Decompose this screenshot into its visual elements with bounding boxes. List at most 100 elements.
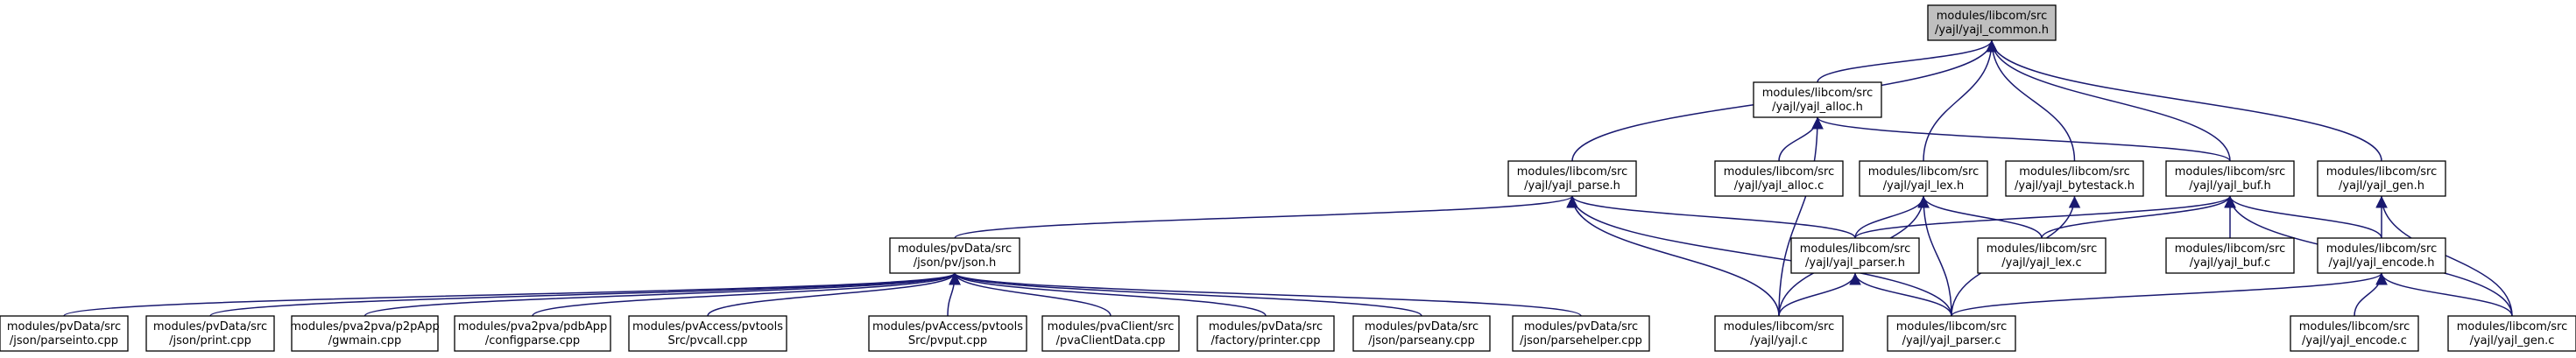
node-label-line2: /json/print.cpp [169,334,251,347]
node-label-line2: /yajl/yajl_encode.c [2302,334,2407,347]
node-box [1352,315,1491,352]
node-label-line2: /yajl/yajl_alloc.h [1772,101,1863,114]
edge-pvput_cpp-to-json_h [947,272,961,317]
node-label-line2: /yajl/yajl_lex.h [1883,179,1964,193]
node-label-line1: modules/pva2pva/pdbApp [458,320,608,333]
edge-yajl_parser_c-to-yajl_lex_h [1917,195,1952,317]
edge-yajl_alloc_c-to-yajl_alloc_h [1778,116,1824,162]
node-parseinto_cpp[interactable]: modules/pvData/src/json/parseinto.cpp [0,315,129,352]
edge-pvcall_cpp-to-json_h [707,272,961,317]
node-yajl_buf_h[interactable]: modules/libcom/src/yajl/yajl_buf.h [2165,160,2295,197]
node-box [1927,4,2057,41]
edge-yajl_gen_c-to-yajl_encode_h [2375,272,2513,317]
node-configparse_cpp[interactable]: modules/pva2pva/pdbApp/configparse.cpp [454,315,611,352]
edge-print_cpp-to-json_h [209,272,961,317]
edge-yajl_encode_h-to-yajl_buf_h [2224,195,2382,239]
node-label-line1: modules/libcom/src [1800,242,1910,256]
node-box [1887,315,2016,352]
node-print_cpp[interactable]: modules/pvData/src/json/print.cpp [145,315,275,352]
node-label-line1: modules/pvData/src [1365,320,1479,333]
node-yajl_buf_c[interactable]: modules/libcom/src/yajl/yajl_buf.c [2165,237,2295,274]
node-box [1714,315,1844,352]
node-label-line2: Src/pvput.cpp [908,334,987,347]
edge-yajl_gen_c-to-yajl_gen_h [2375,195,2513,317]
node-box [0,315,129,352]
edge-yajl_parser_c-to-yajl_encode_h [1951,272,2388,317]
edge-json_h-to-yajl_parse_h [954,195,1578,239]
node-label-line1: modules/libcom/src [1724,320,1834,333]
node-box [1790,237,1920,274]
node-label-line1: modules/libcom/src [1868,165,1979,179]
dependency-edges [63,39,2513,317]
node-label-line2: /yajl/yajl_common.h [1935,24,2049,37]
node-yajl_encode_h[interactable]: modules/libcom/src/yajl/yajl_encode.h [2317,237,2446,274]
node-json_h[interactable]: modules/pvData/src/json/pv/json.h [889,237,1020,274]
node-label-line2: /yajl/yajl_parse.h [1524,179,1620,193]
node-yajl_lex_h[interactable]: modules/libcom/src/yajl/yajl_lex.h [1859,160,1988,197]
node-box [1512,315,1650,352]
node-yajl_encode_c[interactable]: modules/libcom/src/yajl/yajl_encode.c [2290,315,2419,352]
node-yajl_parser_h[interactable]: modules/libcom/src/yajl/yajl_parser.h [1790,237,1920,274]
node-label-line2: /json/pv/json.h [914,256,997,270]
node-label-line2: /pvaClientData.cpp [1056,334,1166,347]
node-label-line1: modules/libcom/src [1762,87,1873,100]
node-yajl_parse_h[interactable]: modules/libcom/src/yajl/yajl_parse.h [1507,160,1637,197]
node-parseany_cpp[interactable]: modules/pvData/src/json/parseany.cpp [1352,315,1491,352]
edge-pvaClientData_cpp-to-json_h [949,272,1112,317]
node-label-line1: modules/pvData/src [153,320,267,333]
node-box [2165,160,2295,197]
node-box [2165,237,2295,274]
node-box [1196,315,1335,352]
node-box [1977,237,2107,274]
node-yajl_common: modules/libcom/src/yajl/yajl_common.h [1927,4,2057,41]
node-box [2317,160,2446,197]
edge-yajl_lex_c-to-yajl_buf_h [2041,195,2236,239]
edge-yajl_parser_h-to-yajl_buf_h [1854,195,2236,239]
node-yajl_lex_c[interactable]: modules/libcom/src/yajl/yajl_lex.c [1977,237,2107,274]
node-label-line1: modules/libcom/src [1937,10,2047,23]
edge-yajl_lex_c-to-yajl_lex_h [1917,195,2043,239]
node-label-line1: modules/pvData/src [1209,320,1323,333]
edge-printer_cpp-to-json_h [949,272,1267,317]
node-label-line2: /factory/printer.cpp [1210,334,1320,347]
node-label-line2: /yajl/yajl_bytestack.h [2015,179,2135,193]
edge-yajl_gen_h-to-yajl_common [1986,39,2382,162]
node-label-line1: modules/libcom/src [2299,320,2410,333]
node-label-line1: modules/libcom/src [2175,165,2285,179]
node-label-line1: modules/pvaClient/src [1048,320,1175,333]
node-yajl_gen_h[interactable]: modules/libcom/src/yajl/yajl_gen.h [2317,160,2446,197]
node-yajl_parser_c[interactable]: modules/libcom/src/yajl/yajl_parser.c [1887,315,2016,352]
node-label-line1: modules/pvData/src [7,320,121,333]
node-yajl_c[interactable]: modules/libcom/src/yajl/yajl.c [1714,315,1844,352]
node-box [291,315,439,352]
node-label-line2: /yajl/yajl_gen.h [2339,179,2424,193]
node-box [2290,315,2419,352]
node-box [1507,160,1637,197]
node-yajl_gen_c[interactable]: modules/libcom/src/yajl/yajl_gen.c [2447,315,2576,352]
node-label-line1: modules/libcom/src [2326,165,2437,179]
node-box [1041,315,1180,352]
node-parsehelper_cpp[interactable]: modules/pvData/src/json/parsehelper.cpp [1512,315,1650,352]
node-label-line1: modules/libcom/src [2175,242,2285,256]
node-label-line2: /yajl/yajl_parser.h [1805,256,1905,270]
node-pvaClientData_cpp[interactable]: modules/pvaClient/src/pvaClientData.cpp [1041,315,1180,352]
node-yajl_alloc_c[interactable]: modules/libcom/src/yajl/yajl_alloc.c [1714,160,1844,197]
edge-yajl_lex_h-to-yajl_common [1923,39,1998,162]
edge-yajl_c-to-yajl_alloc_h [1778,116,1824,317]
edge-gwmain_cpp-to-json_h [363,272,961,317]
node-label-line1: modules/pvAccess/pvtools [872,320,1023,333]
node-label-line2: /yajl/yajl_encode.h [2329,256,2435,270]
node-gwmain_cpp[interactable]: modules/pva2pva/p2pApp/gwmain.cpp [290,315,440,352]
node-yajl_bytestack_h[interactable]: modules/libcom/src/yajl/yajl_bytestack.h [2005,160,2144,197]
node-box [2005,160,2144,197]
node-yajl_alloc_h[interactable]: modules/libcom/src/yajl/yajl_alloc.h [1753,81,1882,118]
node-label-line2: /json/parseany.cpp [1368,334,1475,347]
node-label-line2: /yajl/yajl_alloc.c [1734,179,1824,193]
node-label-line2: /yajl/yajl_gen.c [2470,334,2555,347]
edge-parseinto_cpp-to-json_h [63,272,961,317]
node-label-line1: modules/libcom/src [1987,242,2097,256]
node-box [454,315,611,352]
node-printer_cpp[interactable]: modules/pvData/src/factory/printer.cpp [1196,315,1335,352]
